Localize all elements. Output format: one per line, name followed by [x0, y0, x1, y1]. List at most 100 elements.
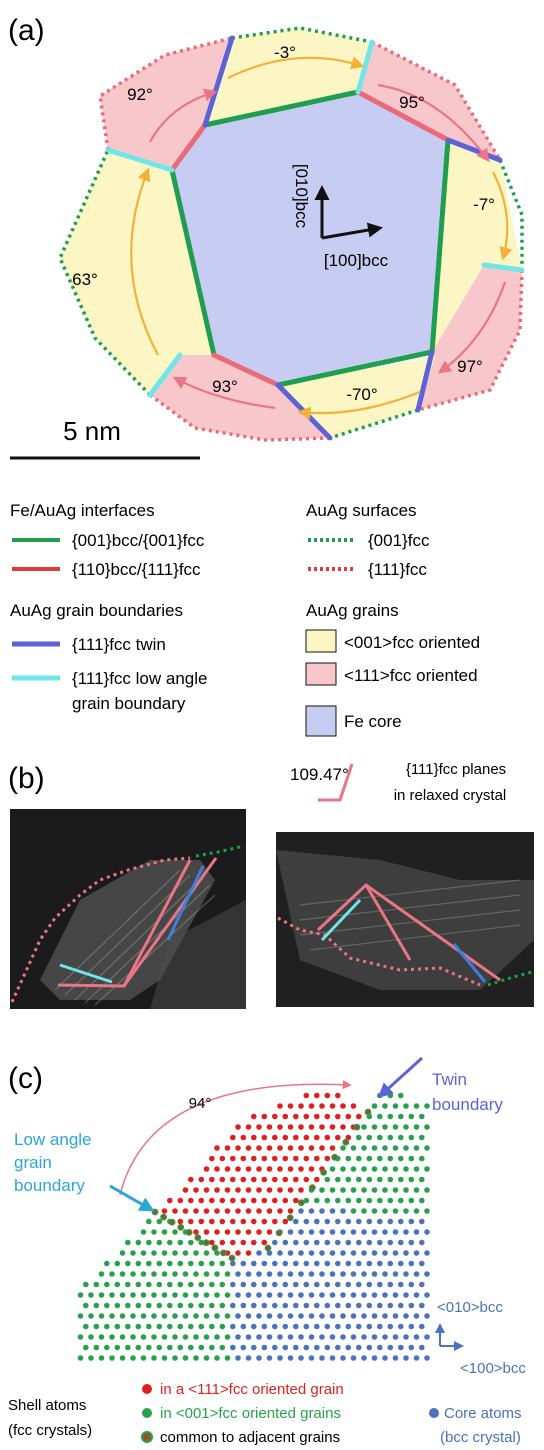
atom-core [408, 1260, 415, 1267]
atom-111 [214, 1145, 220, 1151]
b-angle-label: 109.47° [290, 765, 349, 784]
atom-core [398, 1323, 404, 1330]
atom-core [277, 1313, 283, 1319]
atom-core [303, 1218, 310, 1225]
atom-001 [366, 1155, 373, 1162]
arrow-bottomleft-pink [172, 376, 276, 410]
atom-111 [256, 1187, 262, 1193]
atom-111 [319, 1145, 325, 1151]
atom-001 [167, 1302, 173, 1309]
atom-001 [77, 1355, 84, 1361]
shell-atoms-111 [161, 1092, 362, 1256]
atom-111 [209, 1218, 215, 1225]
atom-001 [356, 1197, 362, 1204]
atom-111 [324, 1155, 331, 1162]
atom-001 [361, 1187, 367, 1193]
atom-111 [240, 1134, 247, 1141]
atom-001 [156, 1281, 163, 1288]
grain-111-bottomright [418, 265, 522, 410]
atom-111 [219, 1239, 226, 1246]
atom-001 [177, 1302, 184, 1309]
atom-001 [140, 1271, 147, 1277]
atom-001 [209, 1323, 215, 1330]
b-note-line2: in relaxed crystal [394, 787, 507, 804]
atom-111 [340, 1124, 346, 1130]
atom-111 [324, 1134, 331, 1141]
atom-001 [114, 1281, 121, 1288]
atom-111 [261, 1134, 268, 1141]
atom-001 [151, 1313, 157, 1319]
atom-111 [256, 1166, 262, 1172]
atom-core [413, 1250, 420, 1256]
atom-core [366, 1323, 373, 1330]
atom-core [298, 1208, 304, 1214]
atom-001 [214, 1292, 220, 1298]
atom-core [361, 1229, 367, 1235]
atom-001 [156, 1239, 163, 1246]
atom-111 [230, 1218, 236, 1225]
atom-core [424, 1250, 430, 1256]
atom-111 [335, 1113, 341, 1120]
atom-core [319, 1271, 325, 1277]
atom-111 [298, 1166, 304, 1172]
atom-001 [114, 1323, 121, 1330]
atom-001 [83, 1302, 89, 1309]
atom-001 [177, 1323, 184, 1330]
atom-core [377, 1344, 383, 1351]
atom-111 [324, 1092, 331, 1099]
atom-001 [398, 1134, 404, 1141]
atom-111 [287, 1145, 294, 1151]
atom-core [298, 1334, 304, 1340]
atom-core [287, 1292, 294, 1298]
atom-111 [251, 1113, 257, 1120]
atom-core [377, 1281, 383, 1288]
atom-001 [371, 1103, 378, 1109]
atom-001 [156, 1323, 163, 1330]
atom-001 [350, 1145, 357, 1151]
atom-111 [214, 1187, 220, 1193]
atom-core [419, 1344, 425, 1351]
atom-111 [261, 1113, 268, 1120]
atom-111 [272, 1113, 278, 1120]
atom-111 [298, 1103, 304, 1109]
atom-111 [219, 1155, 226, 1162]
atom-001 [366, 1134, 373, 1141]
atom-001 [156, 1218, 163, 1225]
atom-111 [203, 1208, 210, 1214]
atom-001 [93, 1323, 100, 1330]
atom-111 [219, 1197, 226, 1204]
interface-001-top [202, 89, 361, 128]
atom-001 [303, 1197, 310, 1204]
atom-111 [356, 1113, 362, 1120]
atom-111 [266, 1166, 273, 1172]
c-axis-y-label: <010>bcc [437, 1299, 503, 1316]
atom-111 [287, 1208, 294, 1214]
atom-111 [203, 1187, 210, 1193]
legend-surfaces-head: AuAg surfaces [306, 501, 417, 520]
atom-001 [172, 1292, 178, 1298]
atom-111 [329, 1103, 336, 1109]
atom-111 [308, 1166, 315, 1172]
atom-core [329, 1229, 336, 1235]
b-angle-glyph [318, 763, 354, 802]
atom-111 [314, 1113, 320, 1120]
atom-core [240, 1281, 247, 1288]
atom-core [350, 1250, 357, 1256]
atom-core [392, 1250, 399, 1256]
atom-001 [182, 1250, 189, 1256]
atom-001 [214, 1355, 220, 1361]
legend-grain-111: <111>fcc oriented [344, 666, 478, 685]
atom-001 [209, 1260, 215, 1267]
atom-core [350, 1292, 357, 1298]
atom-core [303, 1302, 310, 1309]
atom-core [387, 1281, 394, 1288]
grain-001-top [205, 28, 372, 125]
atom-111 [214, 1208, 220, 1214]
atom-001 [387, 1092, 394, 1099]
atom-core [303, 1323, 310, 1330]
atom-001 [392, 1166, 399, 1172]
atom-111 [350, 1103, 357, 1109]
atom-core [293, 1239, 299, 1246]
atom-core [329, 1292, 336, 1298]
atom-001 [203, 1313, 210, 1319]
